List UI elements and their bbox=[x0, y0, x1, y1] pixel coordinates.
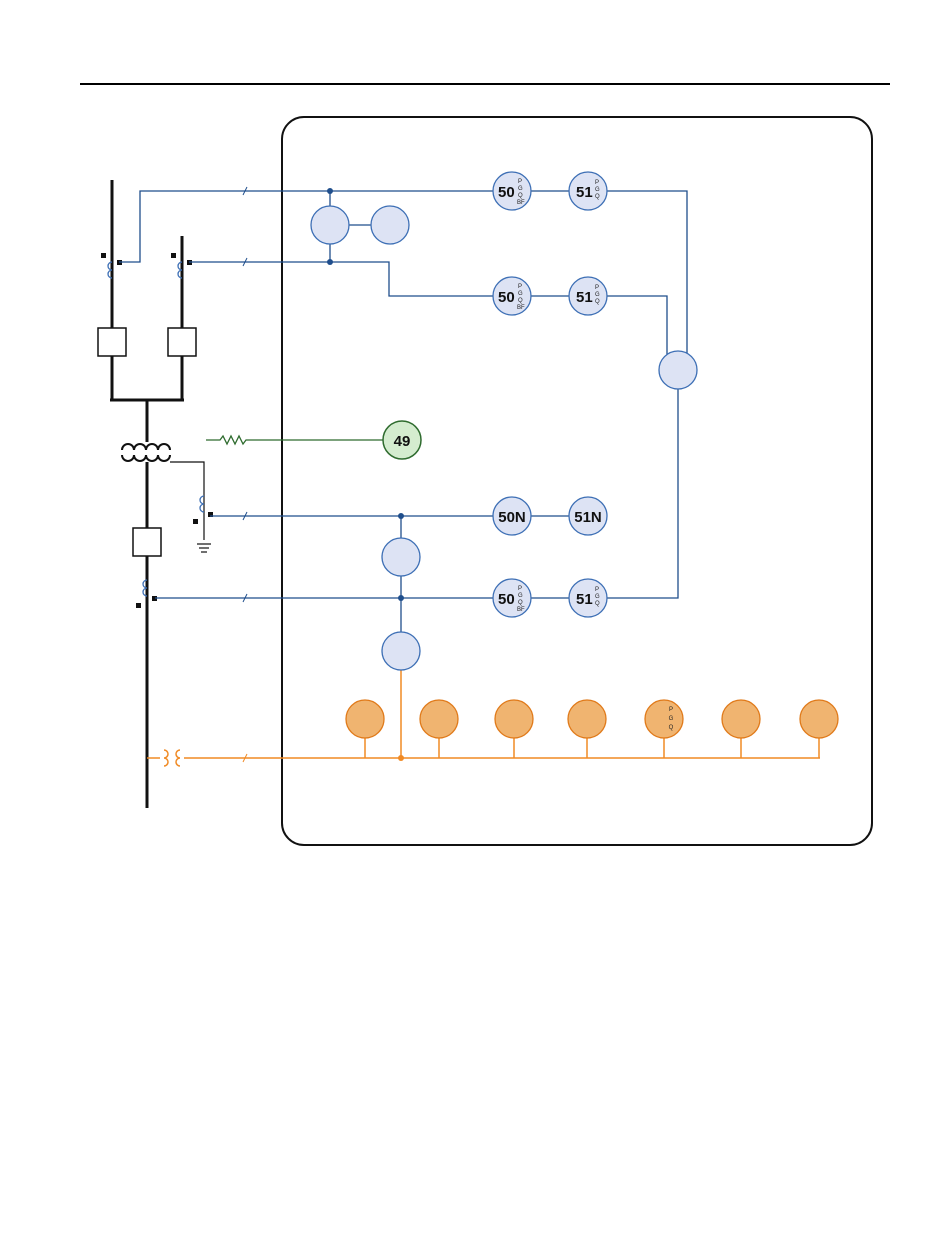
relay-51-low-side-number: 51 bbox=[576, 591, 593, 608]
svg-text:Q: Q bbox=[595, 194, 600, 200]
voltage-function-5-sub-g: G bbox=[669, 716, 674, 722]
voltage-function-1[interactable] bbox=[346, 700, 384, 738]
voltage-functions bbox=[346, 700, 838, 738]
svg-text:G: G bbox=[518, 186, 523, 192]
relay-51-feeder-1[interactable]: 51 P G Q bbox=[569, 172, 607, 210]
svg-text:Q: Q bbox=[595, 299, 600, 305]
svg-text:G: G bbox=[595, 594, 600, 600]
svg-text:BF: BF bbox=[517, 607, 525, 613]
relay-50-low-side-number: 50 bbox=[498, 591, 515, 608]
pt-coil-icon bbox=[164, 750, 168, 766]
relay-51-feeder-1-number: 51 bbox=[576, 184, 593, 201]
relay-51-feeder-2[interactable]: 51 P G Q bbox=[569, 277, 607, 315]
relay-50n[interactable]: 50N bbox=[493, 497, 531, 535]
relay-51n[interactable]: 51N bbox=[569, 497, 607, 535]
breaker-1[interactable] bbox=[98, 328, 126, 356]
thermal-input bbox=[206, 436, 384, 444]
relay-49-number: 49 bbox=[394, 433, 411, 450]
power-system bbox=[98, 180, 211, 808]
rtd-resistor-icon bbox=[206, 436, 384, 444]
svg-text:P: P bbox=[518, 586, 522, 592]
voltage-function-5-sub-p: P bbox=[669, 707, 673, 713]
relay-50n-number: 50N bbox=[498, 509, 526, 526]
relay-50-feeder-1-number: 50 bbox=[498, 184, 515, 201]
breaker-3[interactable] bbox=[133, 528, 161, 556]
voltage-function-4[interactable] bbox=[568, 700, 606, 738]
relay-49-thermal[interactable]: 49 bbox=[383, 421, 421, 459]
voltage-function-3[interactable] bbox=[495, 700, 533, 738]
relay-50-feeder-1[interactable]: 50 P G Q BF bbox=[493, 172, 531, 210]
svg-text:Q: Q bbox=[518, 298, 523, 304]
power-transformer bbox=[122, 444, 170, 461]
voltage-function-2[interactable] bbox=[420, 700, 458, 738]
voltage-function-7[interactable] bbox=[800, 700, 838, 738]
voltage-function-6[interactable] bbox=[722, 700, 760, 738]
svg-text:P: P bbox=[595, 180, 599, 186]
svg-text:Q: Q bbox=[595, 601, 600, 607]
voltage-function-5-sub-q: Q bbox=[669, 725, 674, 731]
svg-text:Q: Q bbox=[518, 600, 523, 606]
relay-50-feeder-2[interactable]: 50 P G Q BF bbox=[493, 277, 531, 315]
svg-text:Q: Q bbox=[518, 193, 523, 199]
svg-text:G: G bbox=[518, 291, 523, 297]
svg-text:P: P bbox=[518, 284, 522, 290]
relay-element-c[interactable] bbox=[659, 351, 697, 389]
ground-icon bbox=[197, 544, 211, 552]
relay-element-e[interactable] bbox=[382, 632, 420, 670]
svg-text:G: G bbox=[518, 593, 523, 599]
breaker-2[interactable] bbox=[168, 328, 196, 356]
svg-text:P: P bbox=[518, 179, 522, 185]
voltage-junction-dot bbox=[398, 755, 404, 761]
relay-51-low-side[interactable]: 51 P G Q bbox=[569, 579, 607, 617]
relay-51-feeder-2-number: 51 bbox=[576, 289, 593, 306]
relay-51n-number: 51N bbox=[574, 509, 602, 526]
svg-text:G: G bbox=[595, 292, 600, 298]
relay-element-d[interactable] bbox=[382, 538, 420, 576]
svg-text:BF: BF bbox=[517, 305, 525, 311]
voltage-function-5[interactable] bbox=[645, 700, 683, 738]
relay-50-low-side[interactable]: 50 P G Q BF bbox=[493, 579, 531, 617]
relay-50-feeder-2-number: 50 bbox=[498, 289, 515, 306]
svg-text:P: P bbox=[595, 587, 599, 593]
junction-dots bbox=[327, 188, 404, 601]
relay-element-b[interactable] bbox=[371, 206, 409, 244]
svg-text:P: P bbox=[595, 285, 599, 291]
svg-text:BF: BF bbox=[517, 200, 525, 206]
phase-slashes bbox=[243, 187, 247, 602]
svg-text:G: G bbox=[595, 187, 600, 193]
voltage-wiring bbox=[147, 670, 820, 766]
relay-element-a[interactable] bbox=[311, 206, 349, 244]
